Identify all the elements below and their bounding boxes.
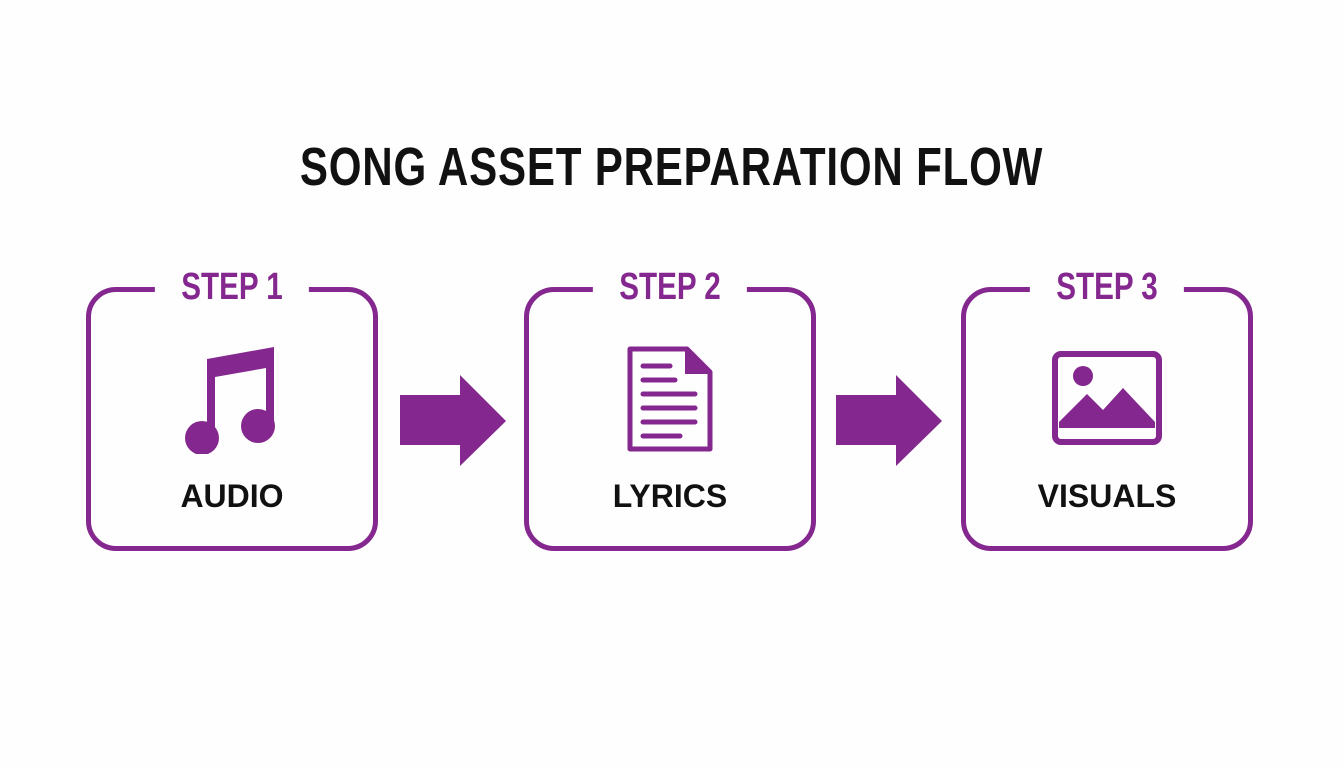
step-1-heading: STEP 1 xyxy=(154,266,310,309)
music-note-icon xyxy=(185,347,275,454)
step-2-box: STEP 2 LYRICS xyxy=(524,266,816,551)
step-3-heading: STEP 3 xyxy=(1029,266,1185,309)
step-1-box: STEP 1 AUDIO xyxy=(86,266,378,551)
step-1-label: AUDIO xyxy=(180,478,284,514)
step-2-heading: STEP 2 xyxy=(592,266,748,309)
document-icon xyxy=(627,346,713,452)
arrow-right-icon xyxy=(400,375,506,466)
diagram-title: SONG ASSET PREPARATION FLOW xyxy=(300,137,1044,197)
step-3-box: STEP 3 VISUALS xyxy=(961,266,1253,551)
step-2-label: LYRICS xyxy=(612,478,728,514)
image-icon xyxy=(1052,351,1162,445)
arrow-right-icon xyxy=(836,375,942,466)
step-3-label: VISUALS xyxy=(1037,478,1177,514)
